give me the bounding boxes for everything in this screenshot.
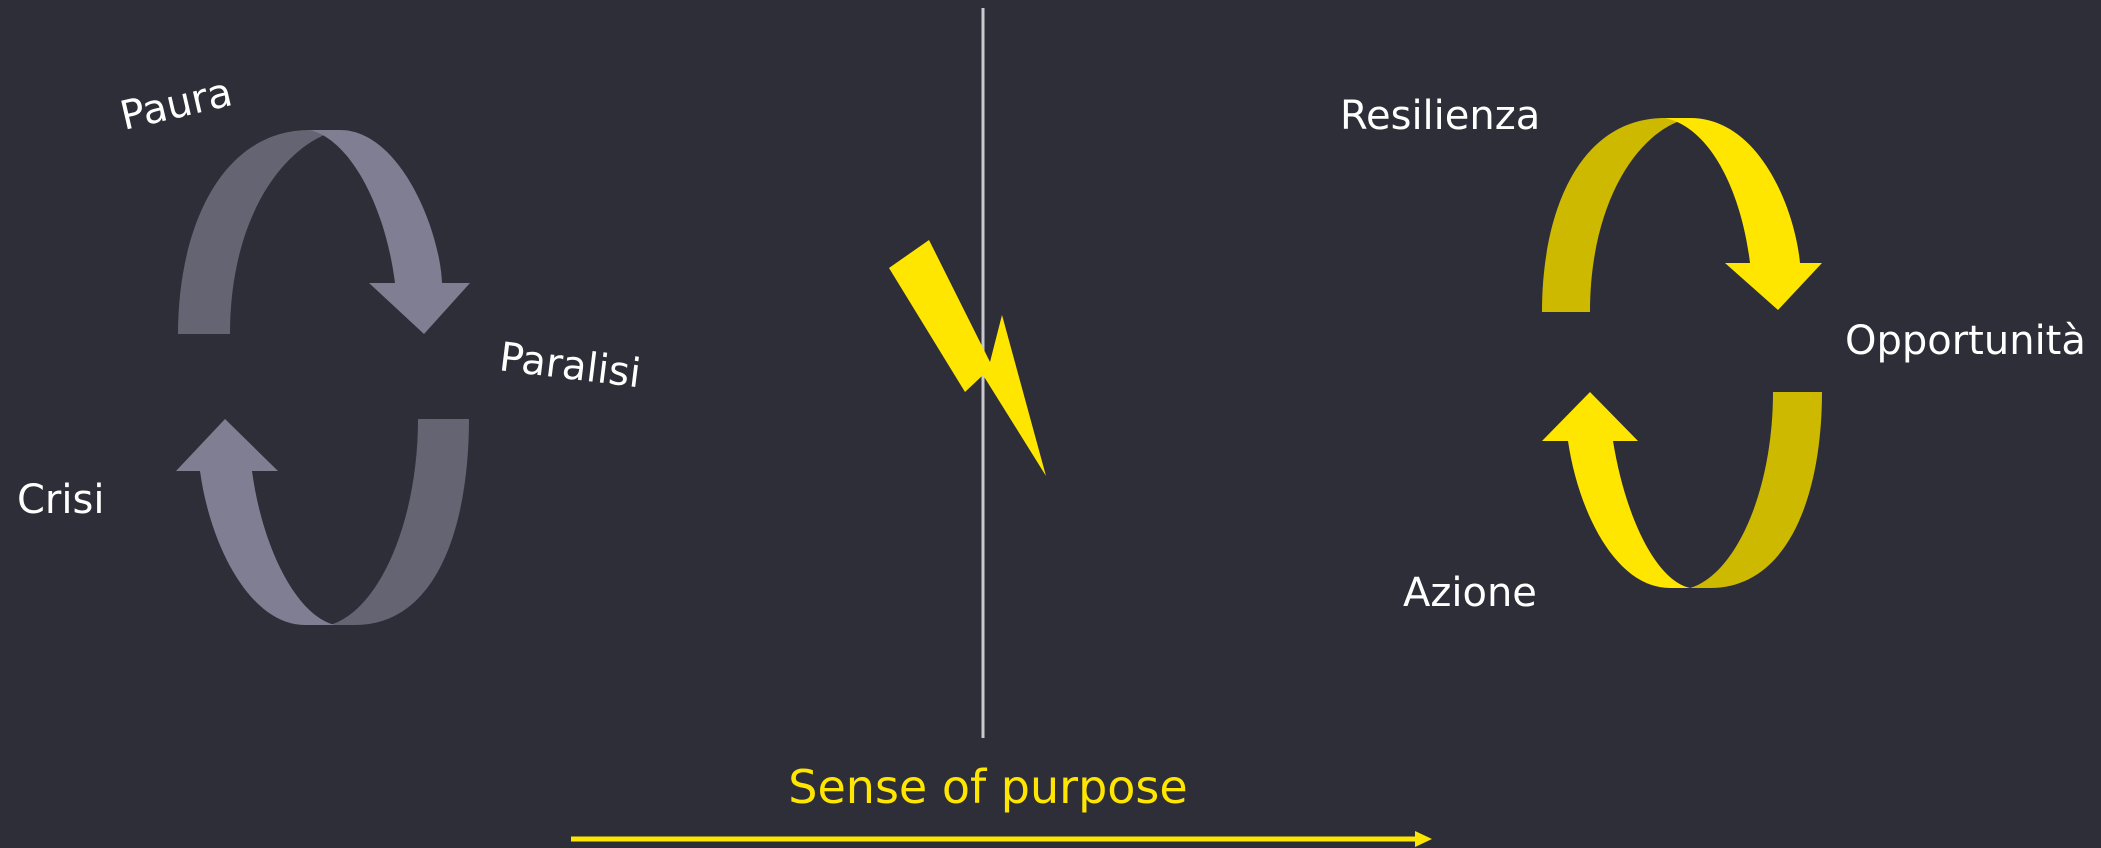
sense-of-purpose-label: Sense of purpose	[788, 760, 1187, 814]
left-cycle: Paura Paralisi Crisi	[17, 69, 643, 625]
lightning-bolt-icon	[889, 240, 1046, 476]
label-azione: Azione	[1403, 570, 1537, 616]
right-cycle: Resilienza Opportunità Azione	[1340, 93, 2086, 616]
right-top-arc-back	[1542, 118, 1690, 312]
right-bottom-arrow	[1542, 392, 1710, 588]
label-crisi: Crisi	[17, 477, 104, 523]
sense-of-purpose-arrowhead	[1415, 831, 1432, 847]
label-paralisi: Paralisi	[497, 334, 644, 397]
left-bottom-arc-back	[330, 419, 469, 625]
label-paura: Paura	[116, 69, 237, 139]
right-top-arrow	[1665, 118, 1822, 310]
label-resilienza: Resilienza	[1340, 93, 1540, 139]
left-top-arc-back	[178, 130, 340, 334]
right-bottom-arc-back	[1690, 392, 1822, 588]
left-bottom-arrow	[176, 419, 355, 625]
left-top-arrow	[310, 130, 470, 334]
label-opportunita: Opportunità	[1845, 318, 2086, 364]
